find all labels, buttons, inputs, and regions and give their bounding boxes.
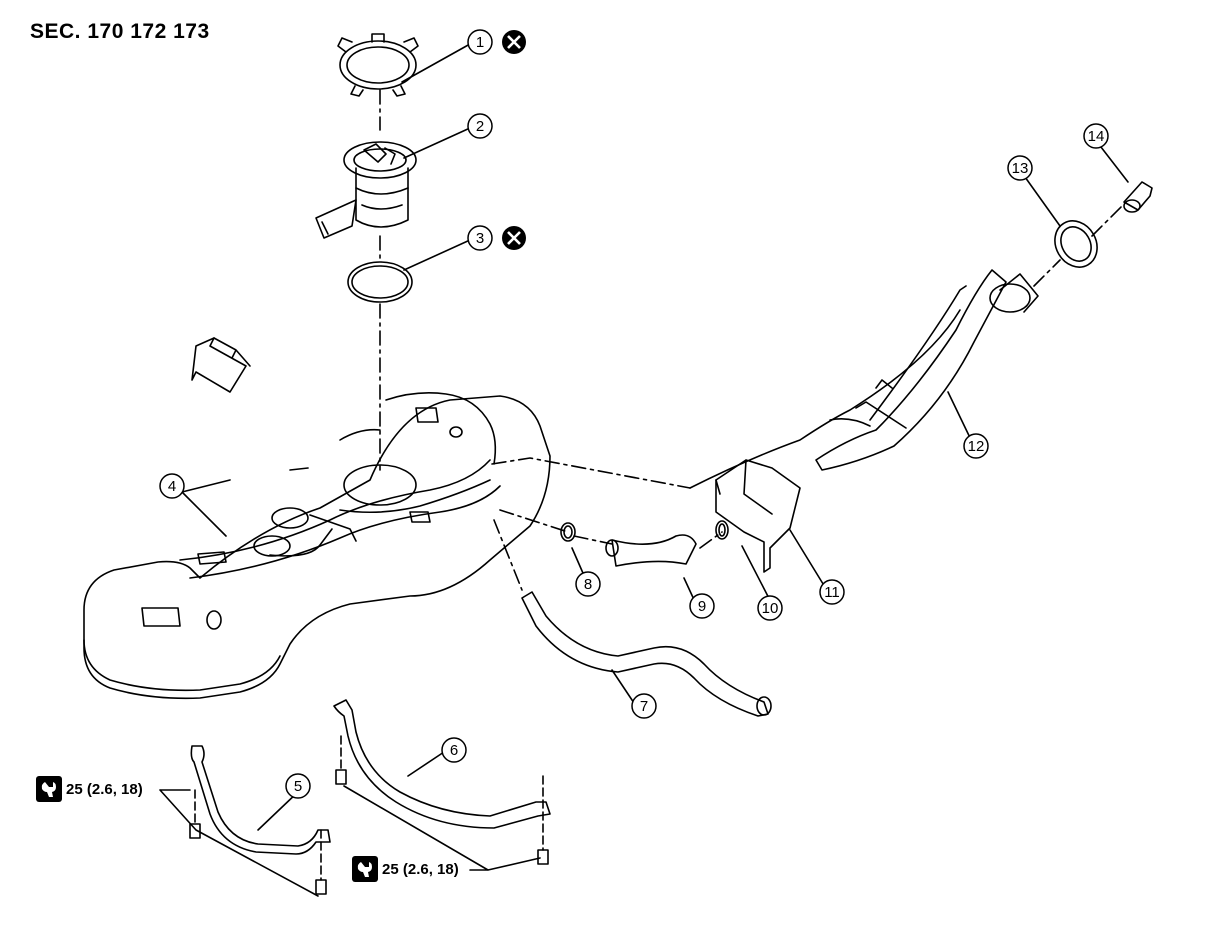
callout-number: 9	[698, 598, 706, 615]
callout-10: 10	[757, 595, 783, 621]
callout-number: 13	[1012, 160, 1029, 177]
filler-hose-part	[605, 534, 697, 567]
callout-6: 6	[441, 737, 467, 763]
fuel-tank-part	[83, 392, 551, 700]
callout-group: 1 2 3 4 5 6	[159, 29, 1109, 799]
fuel-pump-assembly-part	[315, 141, 417, 239]
torque-wrench-icon	[352, 856, 378, 882]
callout-number: 5	[294, 778, 302, 795]
torque-spec-left: 25 (2.6, 18)	[36, 776, 143, 802]
callout-1: 1	[467, 29, 493, 55]
callout-4: 4	[159, 473, 185, 499]
torque-wrench-icon	[36, 776, 62, 802]
callout-number: 4	[168, 478, 176, 495]
evap-tube-part	[521, 591, 772, 717]
callout-number: 1	[476, 34, 484, 51]
torque-spec-right: 25 (2.6, 18)	[352, 856, 459, 882]
o-ring-part	[347, 261, 413, 303]
fuel-tank-band-part-6	[333, 699, 551, 829]
callout-5: 5	[285, 773, 311, 799]
callout-number: 10	[762, 600, 779, 617]
callout-number: 7	[640, 698, 648, 715]
callout-12: 12	[963, 433, 989, 459]
fuel-tank-band-part-5	[190, 745, 331, 855]
callout-3: 3	[467, 225, 493, 251]
callout-11: 11	[819, 579, 845, 605]
filler-bracket-part	[715, 459, 801, 573]
replace-mark-icon	[502, 30, 526, 54]
callout-number: 11	[824, 584, 840, 601]
callout-number: 8	[584, 576, 592, 593]
callout-number: 2	[476, 118, 484, 135]
fuel-filler-tube-part	[689, 269, 1039, 489]
callout-8: 8	[575, 571, 601, 597]
front-direction-arrow-icon	[191, 337, 251, 393]
torque-value: 25 (2.6, 18)	[66, 780, 143, 798]
torque-value: 25 (2.6, 18)	[382, 860, 459, 878]
callout-number: 14	[1088, 128, 1105, 145]
callout-number: 3	[476, 230, 484, 247]
callout-9: 9	[689, 593, 715, 619]
hose-clamp-part-10	[715, 520, 729, 540]
filler-cap-part	[1123, 181, 1153, 213]
lock-ring-part	[337, 33, 419, 97]
callout-7: 7	[631, 693, 657, 719]
callout-2: 2	[467, 113, 493, 139]
replace-mark-icon	[502, 226, 526, 250]
callout-13: 13	[1007, 155, 1033, 181]
hose-clamp-part-8	[560, 522, 576, 542]
section-reference-label: SEC. 170 172 173	[30, 20, 210, 43]
callout-number: 12	[968, 438, 985, 455]
callout-number: 6	[450, 742, 458, 759]
band-bolt-icon	[189, 735, 549, 895]
callout-14: 14	[1083, 123, 1109, 149]
